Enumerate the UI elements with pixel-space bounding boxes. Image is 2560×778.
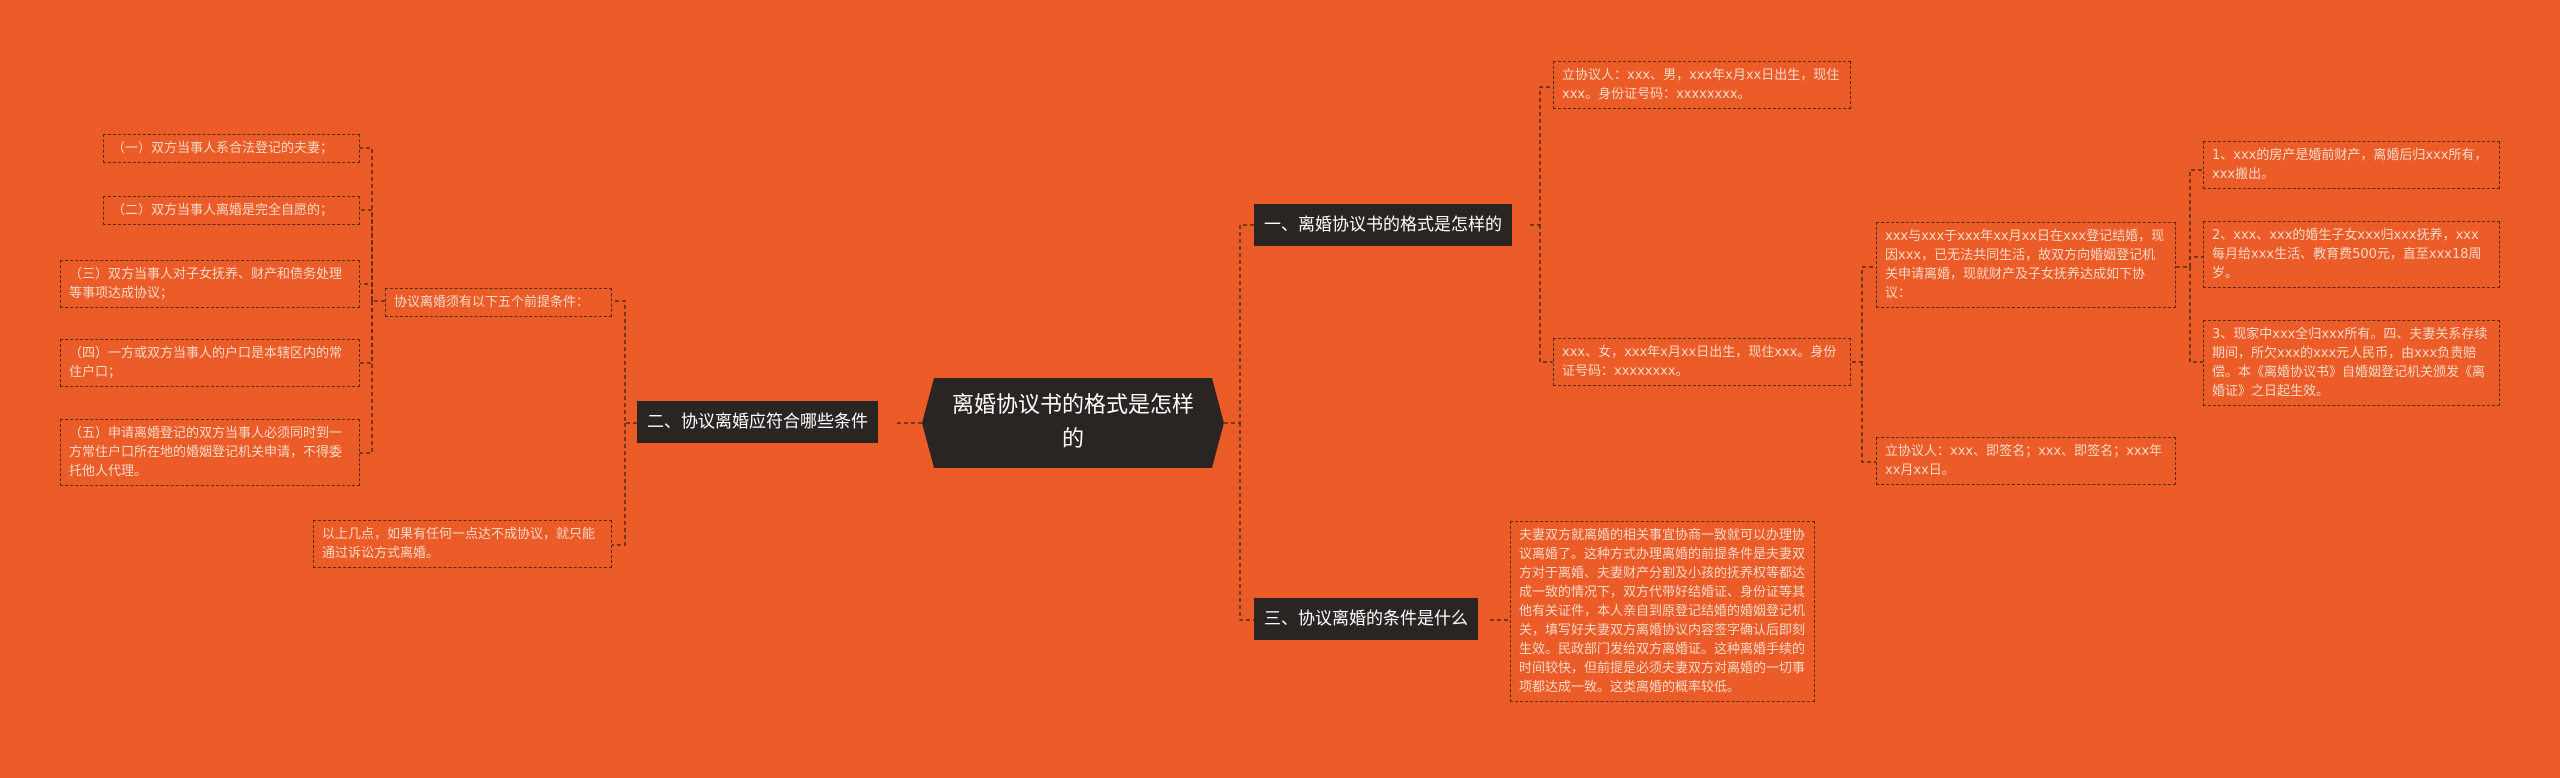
leaf-condition-3[interactable]: （三）双方当事人对子女抚养、财产和债务处理等事项达成协议；: [60, 260, 360, 308]
leaf-condition-2-text: （二）双方当事人离婚是完全自愿的；: [112, 203, 334, 218]
leaf-condition-3-text: （三）双方当事人对子女抚养、财产和债务处理等事项达成协议；: [69, 267, 343, 301]
leaf-item-property[interactable]: 1、xxx的房产是婚前财产，离婚后归xxx所有，xxx搬出。: [2203, 141, 2500, 189]
leaf-signatures-text: 立协议人：xxx、即签名；xxx、即签名；xxx年xx月xx日。: [1885, 444, 2163, 478]
branch-format-label: 一、离婚协议书的格式是怎样的: [1264, 215, 1502, 235]
leaf-signatures[interactable]: 立协议人：xxx、即签名；xxx、即签名；xxx年xx月xx日。: [1876, 437, 2176, 485]
leaf-agreement-intro[interactable]: xxx与xxx于xxx年xx月xx日在xxx登记结婚，现因xxx，已无法共同生活…: [1876, 222, 2176, 308]
leaf-prerequisites-header-text: 协议离婚须有以下五个前提条件：: [394, 295, 590, 310]
leaf-party-male-text: 立协议人：xxx、男，xxx年x月xx日出生，现住xxx。身份证号码：xxxxx…: [1562, 68, 1840, 102]
leaf-condition-5[interactable]: （五）申请离婚登记的双方当事人必须同时到一方常住户口所在地的婚姻登记机关申请，不…: [60, 419, 360, 486]
leaf-condition-5-text: （五）申请离婚登记的双方当事人必须同时到一方常住户口所在地的婚姻登记机关申请，不…: [69, 426, 343, 479]
leaf-item-property-text: 1、xxx的房产是婚前财产，离婚后归xxx所有，xxx搬出。: [2212, 148, 2488, 182]
branch-requirements[interactable]: 二、协议离婚应符合哪些条件: [637, 401, 878, 443]
leaf-item-debt-text: 3、现家中xxx全归xxx所有。四、夫妻关系存续期间，所欠xxx的xxx元人民币…: [2212, 327, 2488, 399]
leaf-item-debt[interactable]: 3、现家中xxx全归xxx所有。四、夫妻关系存续期间，所欠xxx的xxx元人民币…: [2203, 320, 2500, 406]
leaf-conditions-text[interactable]: 夫妻双方就离婚的相关事宜协商一致就可以办理协议离婚了。这种方式办理离婚的前提条件…: [1510, 521, 1815, 702]
leaf-condition-4[interactable]: （四）一方或双方当事人的户口是本辖区内的常住户口；: [60, 339, 360, 387]
leaf-condition-1-text: （一）双方当事人系合法登记的夫妻；: [112, 141, 334, 156]
leaf-agreement-intro-text: xxx与xxx于xxx年xx月xx日在xxx登记结婚，现因xxx，已无法共同生活…: [1885, 229, 2165, 301]
leaf-party-female-text: xxx、女，xxx年x月xx日出生，现住xxx。身份证号码：xxxxxxxx。: [1562, 345, 1837, 379]
branch-requirements-label: 二、协议离婚应符合哪些条件: [647, 412, 868, 432]
leaf-party-female[interactable]: xxx、女，xxx年x月xx日出生，现住xxx。身份证号码：xxxxxxxx。: [1553, 338, 1851, 386]
branch-conditions-label: 三、协议离婚的条件是什么: [1264, 609, 1468, 629]
leaf-item-custody-text: 2、xxx、xxx的婚生子女xxx归xxx抚养，xxx每月给xxx生活、教育费5…: [2212, 228, 2482, 281]
leaf-party-male[interactable]: 立协议人：xxx、男，xxx年x月xx日出生，现住xxx。身份证号码：xxxxx…: [1553, 61, 1851, 109]
leaf-prerequisites-header[interactable]: 协议离婚须有以下五个前提条件：: [385, 288, 612, 317]
central-topic[interactable]: 离婚协议书的格式是怎样的: [922, 378, 1224, 468]
branch-format[interactable]: 一、离婚协议书的格式是怎样的: [1254, 204, 1512, 246]
leaf-item-custody[interactable]: 2、xxx、xxx的婚生子女xxx归xxx抚养，xxx每月给xxx生活、教育费5…: [2203, 221, 2500, 288]
branch-conditions[interactable]: 三、协议离婚的条件是什么: [1254, 598, 1478, 640]
central-topic-label: 离婚协议书的格式是怎样的: [951, 393, 1194, 452]
leaf-summary-text: 以上几点，如果有任何一点达不成协议，就只能通过诉讼方式离婚。: [322, 527, 596, 561]
leaf-summary[interactable]: 以上几点，如果有任何一点达不成协议，就只能通过诉讼方式离婚。: [313, 520, 612, 568]
leaf-condition-2[interactable]: （二）双方当事人离婚是完全自愿的；: [103, 196, 360, 225]
leaf-condition-1[interactable]: （一）双方当事人系合法登记的夫妻；: [103, 134, 360, 163]
leaf-condition-4-text: （四）一方或双方当事人的户口是本辖区内的常住户口；: [69, 346, 343, 380]
leaf-conditions-text-body: 夫妻双方就离婚的相关事宜协商一致就可以办理协议离婚了。这种方式办理离婚的前提条件…: [1519, 528, 1806, 695]
